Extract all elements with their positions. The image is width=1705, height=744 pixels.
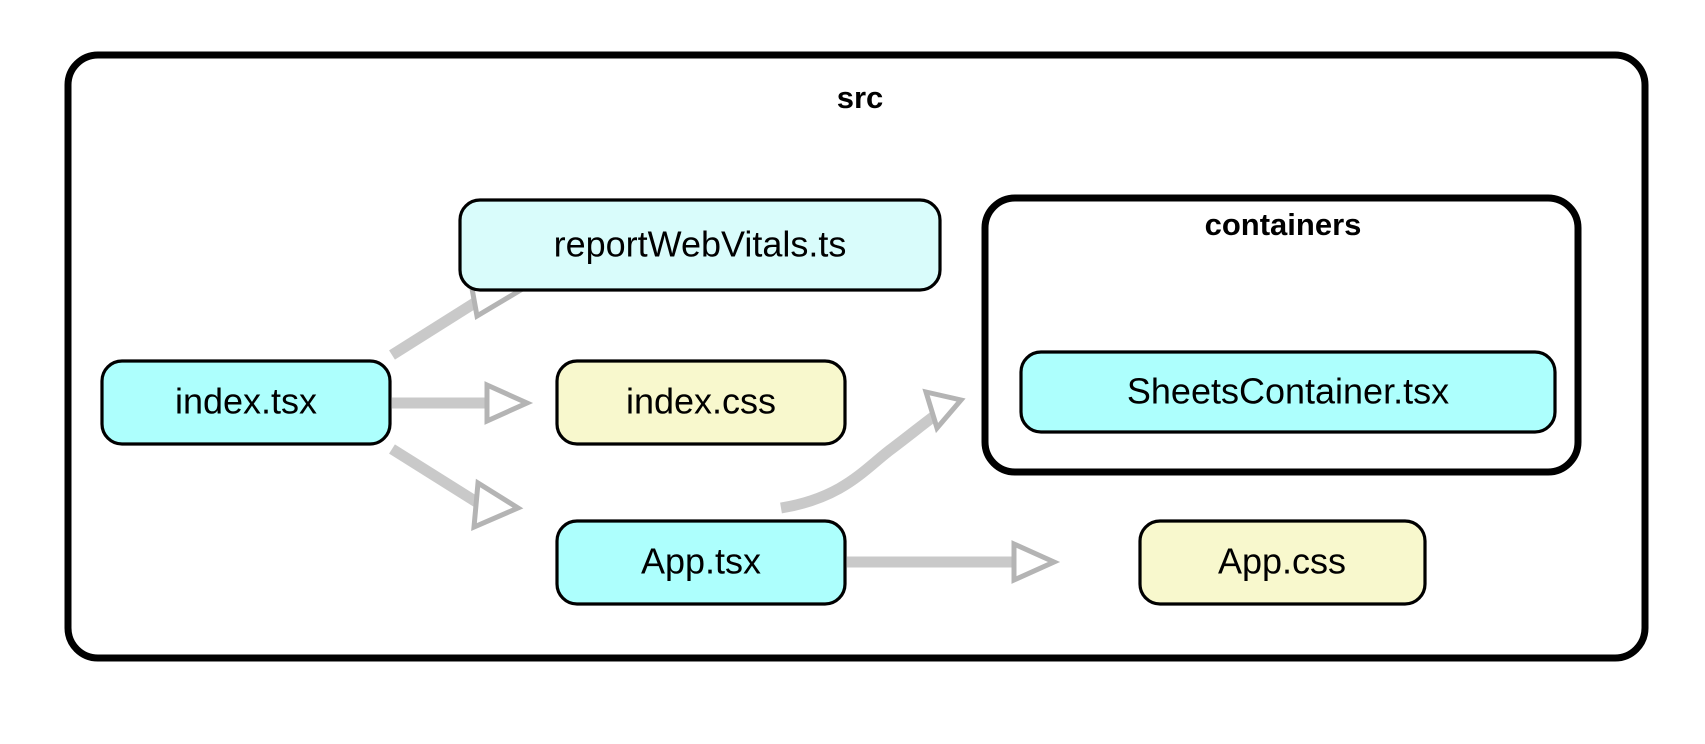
edge-apptsx-to-sheetscontainer (780, 388, 966, 514)
node-sheetscontainer-tsx[interactable]: SheetsContainer.tsx (1019, 350, 1557, 434)
node-index-css-box (555, 359, 847, 446)
cluster-containers-label: containers (1205, 207, 1362, 242)
node-app-css-box (1138, 519, 1427, 606)
node-index-css[interactable]: index.css (555, 359, 847, 446)
node-reportwebvitals[interactable]: reportWebVitals.ts (458, 198, 942, 292)
node-reportwebvitals-box (458, 198, 942, 292)
edge-index-to-indexcss (392, 381, 534, 425)
cluster-src-label: src (837, 80, 884, 115)
arrowhead-icon (484, 381, 534, 425)
node-reportwebvitals-label: reportWebVitals.ts (554, 224, 847, 265)
node-index-tsx-box (100, 359, 392, 446)
node-app-tsx-label: App.tsx (641, 541, 761, 582)
node-app-css[interactable]: App.css (1138, 519, 1427, 606)
node-app-tsx-box (555, 519, 847, 606)
node-sheetscontainer-tsx-label: SheetsContainer.tsx (1127, 371, 1449, 412)
node-sheetscontainer-tsx-box (1019, 350, 1557, 434)
node-index-tsx[interactable]: index.tsx (100, 359, 392, 446)
edge-index-to-apptsx (389, 444, 524, 531)
node-app-css-label: App.css (1218, 541, 1346, 582)
arrowhead-icon (1011, 540, 1061, 584)
node-app-tsx[interactable]: App.tsx (555, 519, 847, 606)
arrowhead-icon (471, 478, 524, 531)
node-index-css-label: index.css (626, 381, 776, 422)
edge-line (389, 444, 489, 513)
edge-apptsx-to-appcss (847, 540, 1061, 584)
edge-line (780, 404, 948, 514)
node-index-tsx-label: index.tsx (175, 381, 317, 422)
arrowhead-icon (922, 388, 966, 434)
